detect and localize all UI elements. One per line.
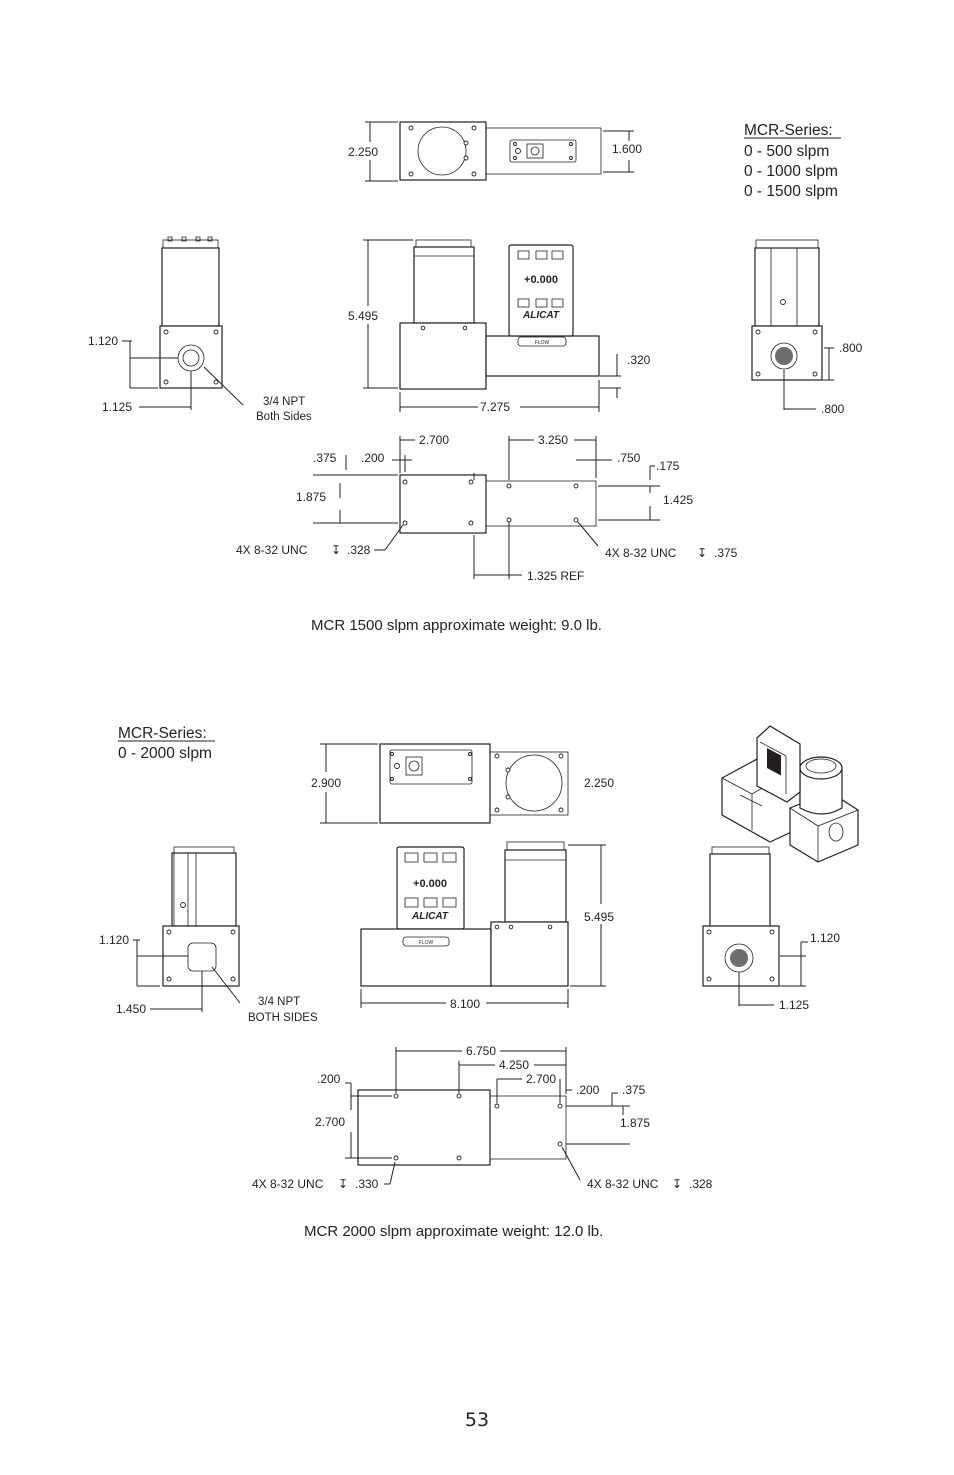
- range-500: 0 - 500 slpm: [744, 143, 829, 160]
- dim-side-hole-height: 1.120: [88, 334, 118, 348]
- dim-375: .375: [313, 451, 337, 465]
- dim2-1875: 1.875: [620, 1116, 650, 1130]
- dim2-375: .375: [622, 1083, 646, 1097]
- dim-front-length: 7.275: [480, 400, 510, 414]
- dim2-2700a: 2.700: [526, 1072, 556, 1086]
- brand-logo-2: ALICAT: [411, 911, 449, 922]
- port2-note-2: BOTH SIDES: [248, 1012, 318, 1024]
- dim-1325-ref: 1.325 REF: [527, 569, 584, 583]
- thread-depth-left: .328: [347, 543, 371, 557]
- series-legend-1: MCR-Series: 0 - 500 slpm 0 - 1000 slpm 0…: [744, 122, 841, 200]
- dim-top-right-height: 1.600: [612, 142, 642, 156]
- dim-750: .750: [617, 451, 641, 465]
- display-reading-1: +0.000: [524, 274, 558, 286]
- flow-label-1: FLOW: [535, 340, 550, 346]
- dim2-top-left-height: 2.900: [311, 776, 341, 790]
- dim-1425: 1.425: [663, 493, 693, 507]
- section-2: MCR-Series: 0 - 2000 slpm 2.900 2: [99, 725, 859, 1240]
- dim2-front-length: 8.100: [450, 997, 480, 1011]
- dim2-side-hole-offset: 1.450: [116, 1002, 146, 1016]
- series-legend-2: MCR-Series: 0 - 2000 slpm: [118, 725, 215, 762]
- dim-front-height: 5.495: [348, 309, 378, 323]
- series-title-1: MCR-Series:: [744, 122, 833, 139]
- range-2000: 0 - 2000 slpm: [118, 745, 212, 762]
- dim-base-offset: .320: [627, 353, 651, 367]
- port2-note-1: 3/4 NPT: [258, 996, 300, 1008]
- series-title-2: MCR-Series:: [118, 725, 207, 742]
- thread-note-left: 4X 8-32 UNC: [236, 543, 308, 557]
- dim2-side-hole-height: 1.120: [99, 933, 129, 947]
- range-1500: 0 - 1500 slpm: [744, 183, 838, 200]
- thread2-depth-left: .330: [355, 1177, 379, 1191]
- dim2-top-right-height: 2.250: [584, 776, 614, 790]
- dim-3250: 3.250: [538, 433, 568, 447]
- right-side-view-2: 1.120 1.125: [702, 846, 840, 1012]
- thread2-depth-right: .328: [689, 1177, 713, 1191]
- bottom-view-2: 6.750 4.250 2.700 .200 .375 1.875: [252, 1044, 713, 1191]
- dim-top-height: 2.250: [348, 145, 378, 159]
- port-note-1: 3/4 NPT: [263, 396, 305, 408]
- depth-symbol-left-icon: ↧: [331, 543, 341, 557]
- thread2-note-right: 4X 8-32 UNC: [587, 1177, 659, 1191]
- page-number: 53: [465, 1409, 489, 1431]
- range-1000: 0 - 1000 slpm: [744, 163, 838, 180]
- dim2-200a: .200: [576, 1083, 600, 1097]
- bottom-view-1: 2.700 .375 .200 1.875 3.250 .750: [236, 433, 738, 583]
- front-view-2: +0.000 ALICAT FLOW 5.495 8.100: [360, 841, 614, 1011]
- brand-logo-1: ALICAT: [522, 310, 560, 321]
- dim2-right-hole-height: 1.120: [810, 931, 840, 945]
- dim2-6750: 6.750: [466, 1044, 496, 1058]
- left-side-view-2: 1.120 1.450 3/4 NPT BOTH SIDES: [99, 846, 318, 1024]
- dim-right-hole-offset: .800: [821, 402, 845, 416]
- isometric-view: [721, 725, 859, 863]
- dim2-right-hole-offset: 1.125: [779, 998, 809, 1012]
- dim2-200b: .200: [317, 1072, 341, 1086]
- dim-right-hole-height: .800: [839, 341, 863, 355]
- weight-note-2: MCR 2000 slpm approximate weight: 12.0 l…: [304, 1223, 603, 1240]
- depth2-symbol-right-icon: ↧: [672, 1177, 682, 1191]
- top-view-1: 2.250 1.600: [348, 121, 642, 182]
- weight-note-1: MCR 1500 slpm approximate weight: 9.0 lb…: [311, 617, 602, 634]
- left-side-view-1: 1.120 1.125 3/4 NPT Both Sides: [88, 236, 312, 423]
- dim-2700: 2.700: [419, 433, 449, 447]
- dim2-front-height: 5.495: [584, 910, 614, 924]
- display-reading-2: +0.000: [413, 878, 447, 890]
- flow-label-2: FLOW: [419, 940, 434, 946]
- top-view-2: 2.900 2.250: [311, 743, 614, 824]
- right-side-view-1: .800 .800: [751, 239, 863, 416]
- dim-side-hole-offset: 1.125: [102, 400, 132, 414]
- front-view-1: +0.000 ALICAT FLOW 5.495 .320 7.275: [348, 239, 651, 414]
- dim2-4250: 4.250: [499, 1058, 529, 1072]
- section-1: MCR-Series: 0 - 500 slpm 0 - 1000 slpm 0…: [88, 121, 863, 634]
- dim-175: .175: [656, 459, 680, 473]
- depth-symbol-right-icon: ↧: [697, 546, 707, 560]
- dim2-2700b: 2.700: [315, 1115, 345, 1129]
- dim-200: .200: [361, 451, 385, 465]
- depth2-symbol-left-icon: ↧: [338, 1177, 348, 1191]
- thread-depth-right: .375: [714, 546, 738, 560]
- thread2-note-left: 4X 8-32 UNC: [252, 1177, 324, 1191]
- thread-note-right: 4X 8-32 UNC: [605, 546, 677, 560]
- port-note-2: Both Sides: [256, 411, 312, 423]
- dim-1875: 1.875: [296, 490, 326, 504]
